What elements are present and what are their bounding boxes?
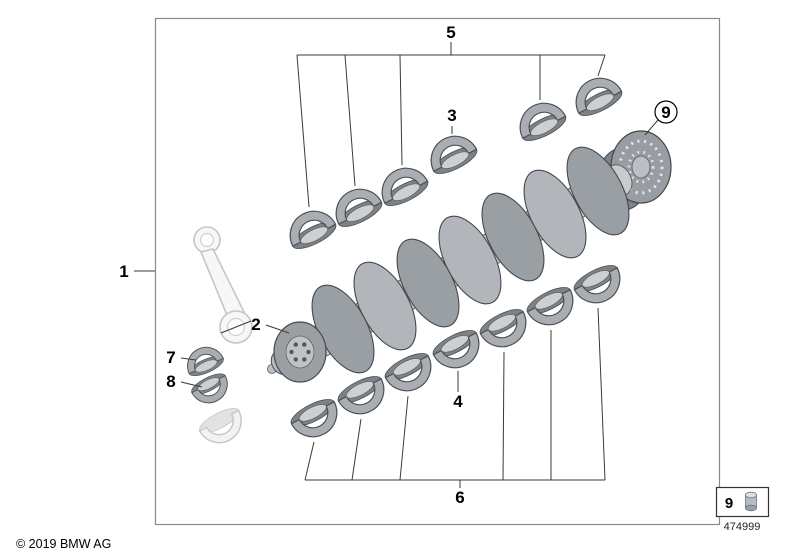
- part-number: 474999: [724, 521, 761, 533]
- bearing-shell-upper: [567, 69, 627, 122]
- copyright: © 2019 BMW AG: [16, 537, 111, 551]
- counterweights: [311, 146, 630, 374]
- bearing-shell-upper: [281, 202, 341, 255]
- bearing-shell-lower: [286, 393, 346, 446]
- leader-lines: [134, 42, 659, 488]
- callout-1[interactable]: 1: [119, 262, 128, 281]
- callout-4[interactable]: 4: [453, 392, 463, 411]
- bearing-shell-upper: [327, 180, 387, 233]
- callout-9-circle[interactable]: [654, 100, 678, 124]
- bearing-shell-lower: [380, 347, 440, 400]
- callout-3[interactable]: 3: [447, 106, 456, 125]
- bearing-shell-lower: [333, 370, 393, 423]
- callout-7[interactable]: 7: [166, 348, 175, 367]
- bearing-shell-lower: [569, 259, 629, 312]
- callout-2[interactable]: 2: [251, 315, 260, 334]
- callout-5[interactable]: 5: [446, 23, 455, 42]
- front-flange: [267, 321, 327, 383]
- legend-box[interactable]: [715, 486, 770, 518]
- connecting-rod: [193, 226, 253, 344]
- diagram-frame: [154, 17, 721, 526]
- bolt-cylinder-icon: [745, 491, 757, 512]
- bearing-shell-upper: [511, 94, 571, 147]
- callout-6[interactable]: 6: [455, 488, 464, 507]
- callout-8[interactable]: 8: [166, 372, 175, 391]
- bearing-shell-lower: [475, 303, 535, 356]
- bearing-shell-4: [428, 324, 488, 377]
- bearing-shell-lower: [522, 281, 582, 334]
- legend-callout-9[interactable]: 9: [725, 495, 733, 512]
- bearing-shell-3: [422, 127, 482, 180]
- bearing-shell-upper: [373, 159, 433, 212]
- callout-9[interactable]: 9: [661, 103, 670, 122]
- crankshaft-illustration: [267, 130, 672, 383]
- legend: 9 474999: [715, 486, 770, 533]
- rod-bearing-cap: [198, 408, 242, 444]
